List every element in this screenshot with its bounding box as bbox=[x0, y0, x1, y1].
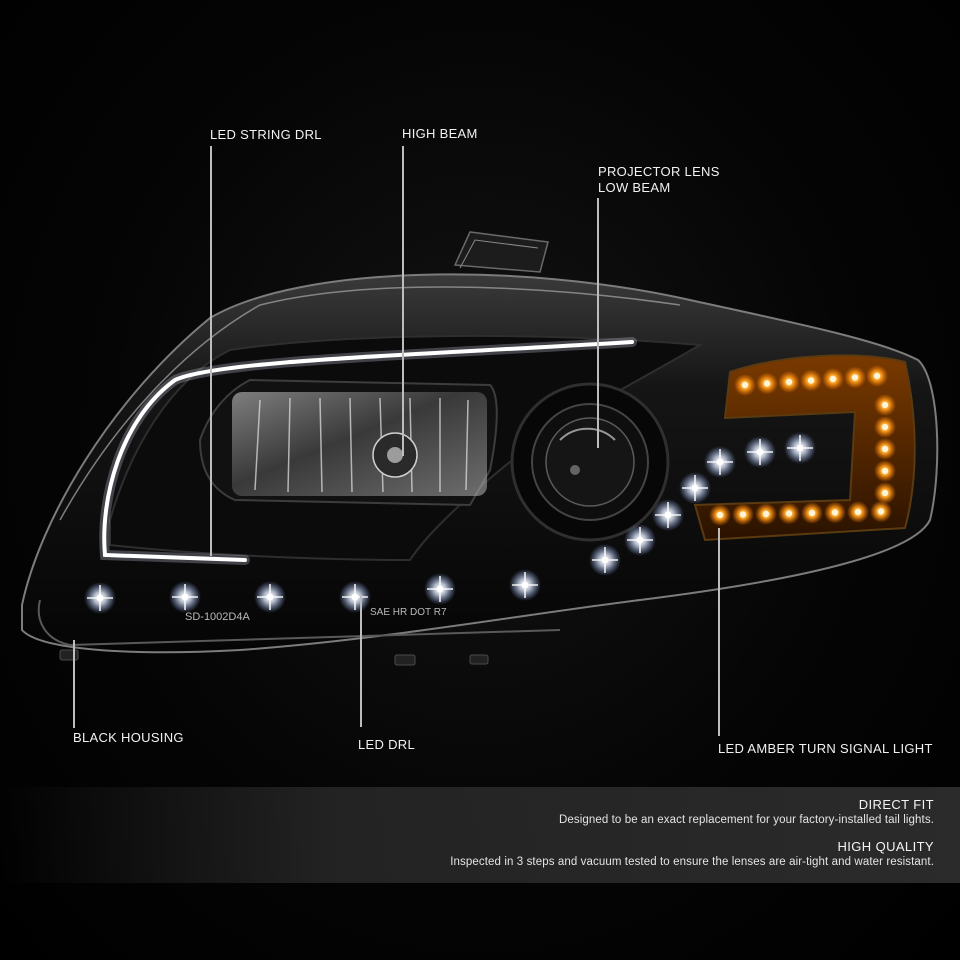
amber-led bbox=[881, 489, 889, 497]
leader-line-black-housing bbox=[73, 640, 75, 728]
part-number-marking: SD-1002D4A bbox=[185, 611, 250, 623]
white-led-sparkle bbox=[512, 572, 538, 598]
lens-markings: SD-1002D4A SAE HR DOT R7 bbox=[185, 607, 447, 623]
amber-led bbox=[807, 377, 815, 384]
white-led-sparkle bbox=[87, 585, 113, 611]
white-led-sparkle bbox=[427, 576, 453, 602]
amber-led bbox=[762, 510, 770, 518]
amber-turn-signal-box bbox=[693, 354, 916, 542]
callout-led-amber-turn-signal: LED AMBER TURN SIGNAL LIGHT bbox=[718, 741, 933, 757]
amber-led bbox=[716, 511, 724, 519]
amber-led bbox=[829, 375, 837, 383]
amber-led bbox=[808, 509, 816, 517]
amber-led-array bbox=[709, 365, 896, 526]
white-led-sparkle bbox=[787, 435, 813, 461]
mounting-bracket bbox=[453, 231, 549, 273]
amber-led bbox=[741, 381, 749, 389]
feature-desc-direct-fit: Designed to be an exact replacement for … bbox=[558, 814, 934, 826]
callout-black-housing: BLACK HOUSING bbox=[73, 730, 184, 746]
white-led-sparkle bbox=[707, 449, 733, 475]
white-led-sparkle bbox=[747, 439, 773, 465]
callout-led-amber-turn-signal-text: LED AMBER TURN SIGNAL LIGHT bbox=[718, 741, 933, 756]
callout-projector-lens-line2: LOW BEAM bbox=[598, 180, 671, 195]
led-string-drl-pipe bbox=[99, 337, 637, 565]
callout-projector-lens-line1: PROJECTOR LENS bbox=[598, 164, 720, 179]
amber-led bbox=[873, 372, 881, 380]
callout-led-string-drl-text: LED STRING DRL bbox=[210, 127, 322, 142]
high-beam-reflector bbox=[198, 378, 498, 507]
callout-high-beam: HIGH BEAM bbox=[402, 126, 478, 142]
callout-led-drl: LED DRL bbox=[358, 737, 415, 753]
white-led-sparkle bbox=[592, 547, 618, 573]
amber-led bbox=[877, 508, 885, 515]
amber-led bbox=[831, 509, 839, 516]
leader-line-amber-turn-signal bbox=[718, 528, 720, 736]
feature-panel: DIRECT FIT Designed to be an exact repla… bbox=[0, 787, 960, 883]
white-led-sparkle bbox=[682, 475, 708, 501]
amber-led bbox=[881, 401, 889, 409]
callout-led-drl-text: LED DRL bbox=[358, 737, 416, 752]
white-led-sparkle bbox=[257, 584, 283, 610]
certification-marking: SAE HR DOT R7 bbox=[370, 607, 447, 618]
amber-led bbox=[763, 380, 771, 387]
leader-line-projector-lens bbox=[597, 198, 599, 448]
feature-desc-high-quality: Inspected in 3 steps and vacuum tested t… bbox=[450, 856, 934, 868]
amber-led bbox=[854, 508, 862, 516]
leader-line-led-string-drl bbox=[210, 146, 212, 556]
amber-led bbox=[881, 445, 889, 453]
amber-led bbox=[881, 423, 889, 431]
callout-led-string-drl: LED STRING DRL bbox=[210, 127, 322, 143]
white-led-sparkle bbox=[172, 584, 198, 610]
leader-line-high-beam bbox=[402, 146, 404, 456]
white-led-array bbox=[84, 432, 816, 614]
white-led-sparkle bbox=[342, 584, 368, 610]
amber-led bbox=[851, 374, 859, 381]
white-led-sparkle bbox=[655, 502, 681, 528]
leader-line-led-drl bbox=[360, 595, 362, 727]
callout-high-beam-text: HIGH BEAM bbox=[402, 126, 478, 141]
amber-led bbox=[739, 511, 747, 518]
amber-led bbox=[785, 378, 793, 386]
feature-title-high-quality: HIGH QUALITY bbox=[837, 839, 934, 854]
amber-led bbox=[785, 510, 793, 517]
feature-title-direct-fit: DIRECT FIT bbox=[858, 797, 934, 812]
white-led-sparkle bbox=[627, 527, 653, 553]
projector-lens bbox=[510, 382, 670, 542]
callout-black-housing-text: BLACK HOUSING bbox=[73, 730, 184, 745]
amber-led bbox=[881, 467, 889, 475]
callout-projector-lens: PROJECTOR LENS LOW BEAM bbox=[598, 164, 720, 196]
